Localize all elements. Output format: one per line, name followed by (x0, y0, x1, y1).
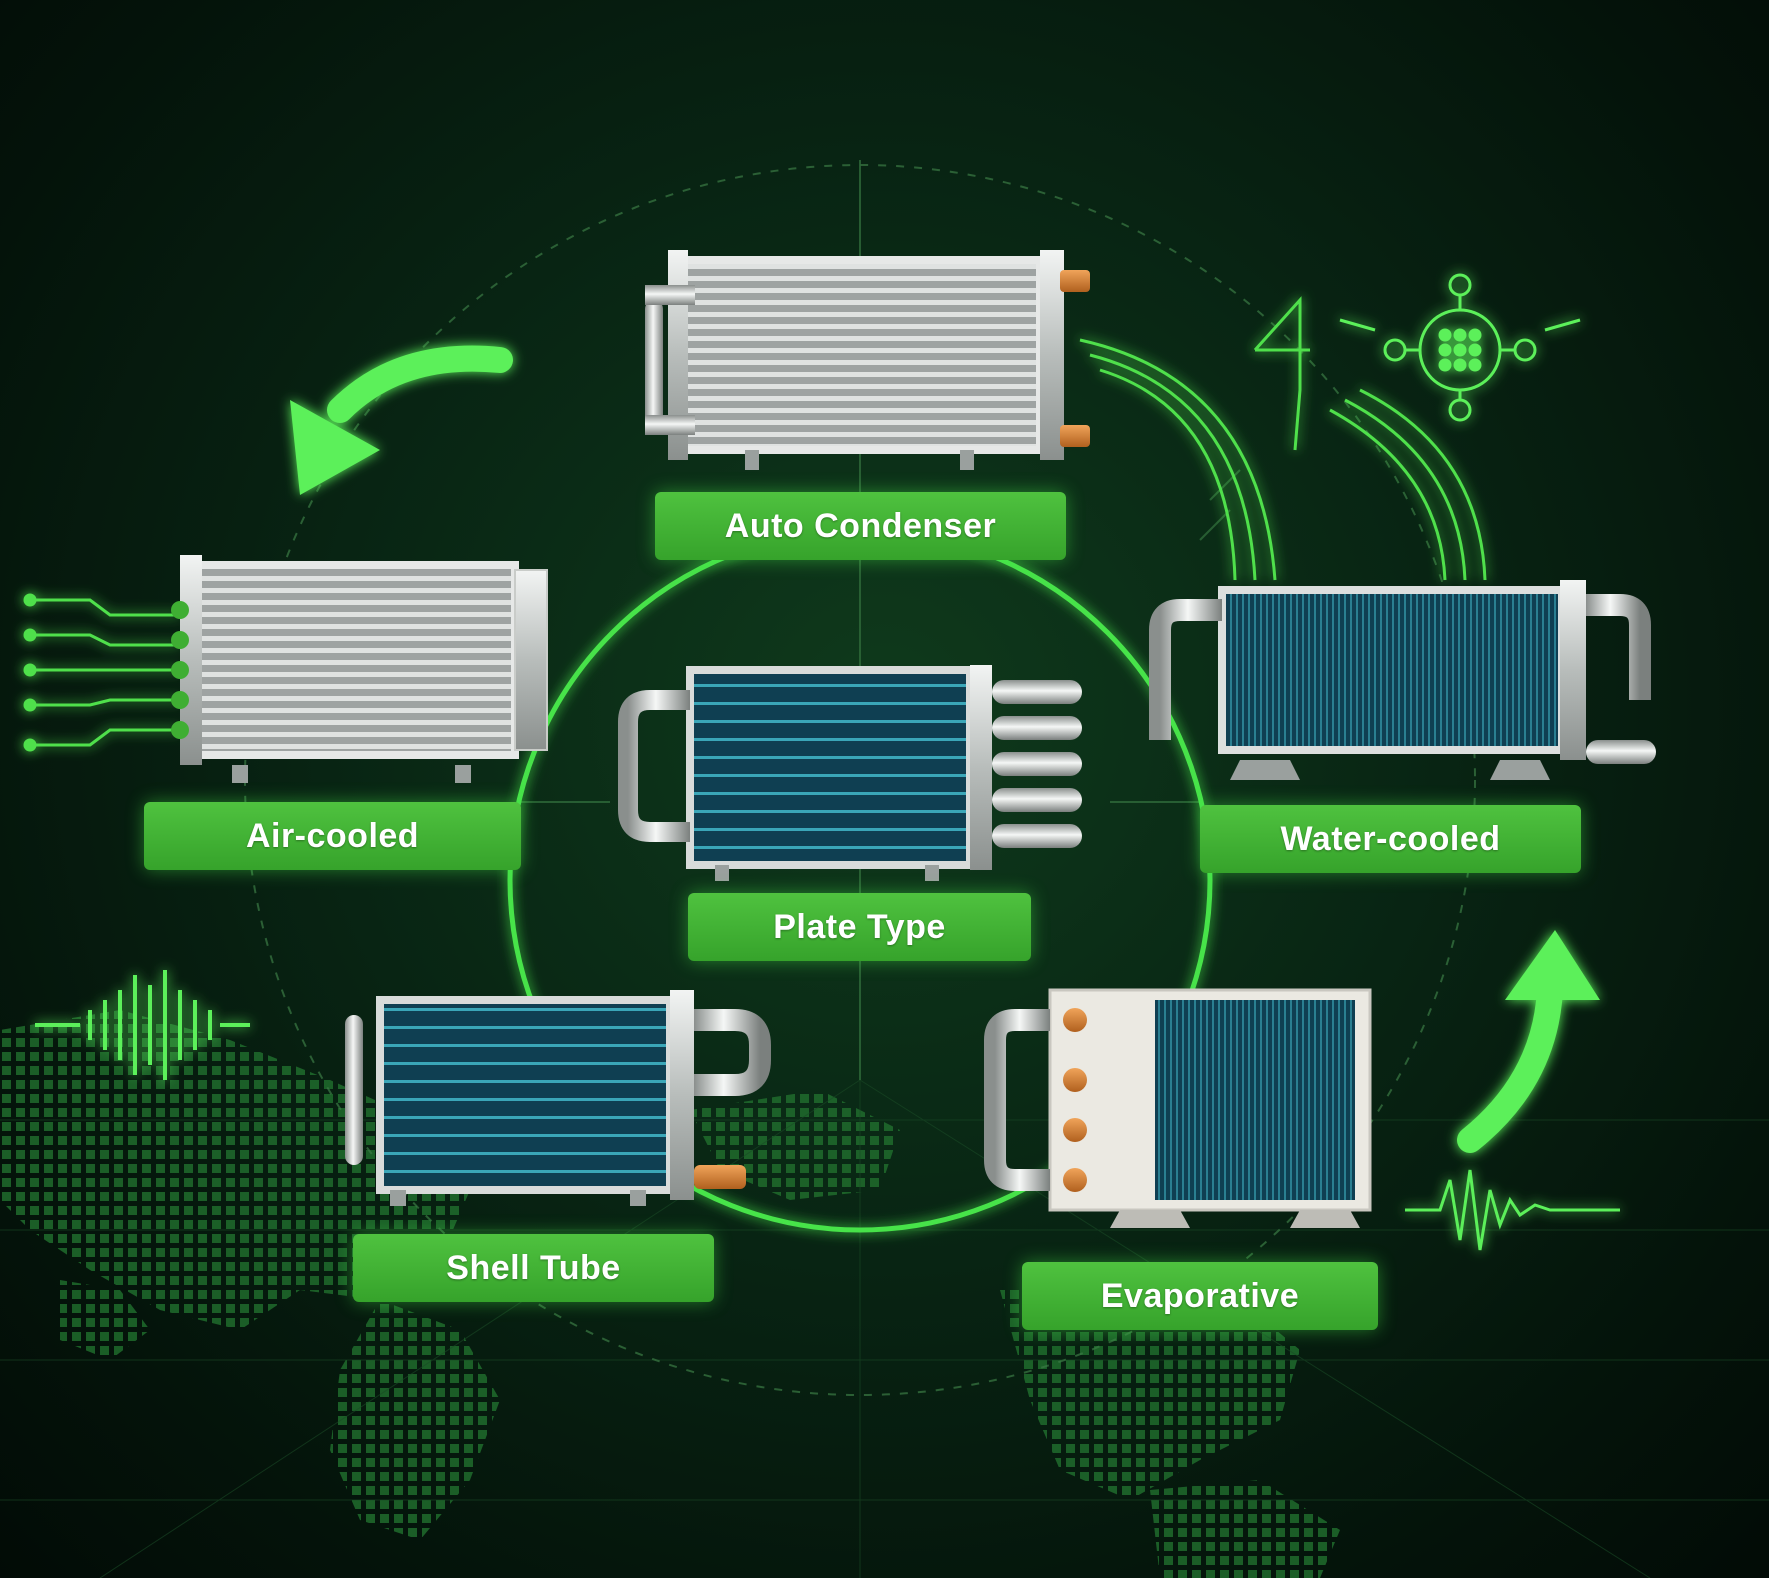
auto-condenser-image (645, 250, 1090, 470)
shell-tube-image (345, 990, 771, 1206)
data-lines-icon (23, 593, 180, 752)
label-air-cooled: Air-cooled (144, 802, 521, 870)
label-water-cooled: Water-cooled (1200, 805, 1581, 873)
grid-lines (0, 1079, 1769, 1578)
label-plate-type: Plate Type (688, 893, 1031, 961)
air-cooled-image (171, 555, 548, 783)
curved-arrow-icon (290, 345, 513, 495)
label-shell-tube: Shell Tube (353, 1234, 714, 1302)
waveform-icon (35, 970, 250, 1080)
plate-type-image (618, 665, 1082, 881)
outlet-pipes (992, 680, 1082, 848)
water-cooled-image (1149, 580, 1656, 780)
circuit-node-icon (1339, 273, 1581, 422)
label-auto-condenser: Auto Condenser (655, 492, 1066, 560)
curved-arrow-icon (1457, 930, 1600, 1153)
data-lines-icon (1079, 296, 1487, 581)
waveform-icon (1405, 1169, 1620, 1251)
evaporative-image (984, 988, 1372, 1228)
label-evaporative: Evaporative (1022, 1262, 1378, 1330)
